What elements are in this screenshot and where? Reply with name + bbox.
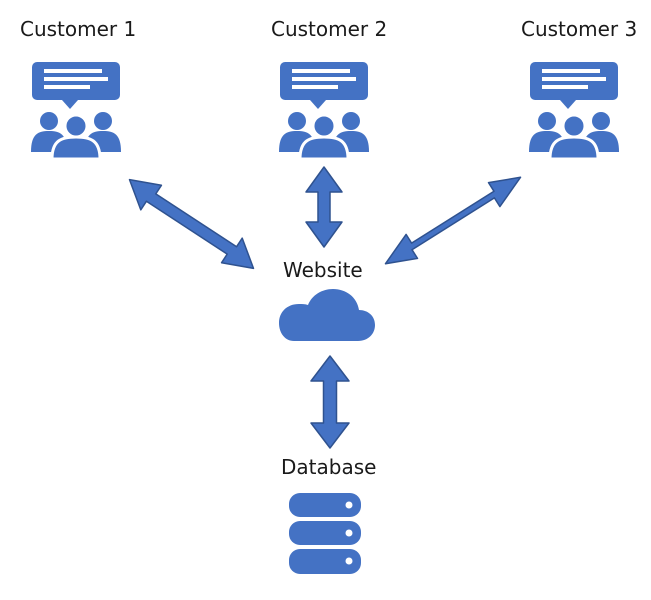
arrow-website-database [310, 355, 350, 449]
customer-3-label: Customer 3 [521, 17, 638, 41]
customer-1-icon [29, 60, 123, 161]
arrow-customer3-website [384, 176, 522, 265]
customer-2-icon [277, 60, 371, 161]
cloud-icon [279, 289, 375, 341]
database-label: Database [281, 455, 377, 479]
website-label: Website [283, 258, 363, 282]
customer-2-label: Customer 2 [271, 17, 388, 41]
customer-1-label: Customer 1 [20, 17, 137, 41]
database-icon [289, 493, 361, 574]
arrow-customer1-website [128, 178, 255, 270]
customer-3-icon [527, 60, 621, 161]
arrow-customer2-website [305, 166, 343, 248]
